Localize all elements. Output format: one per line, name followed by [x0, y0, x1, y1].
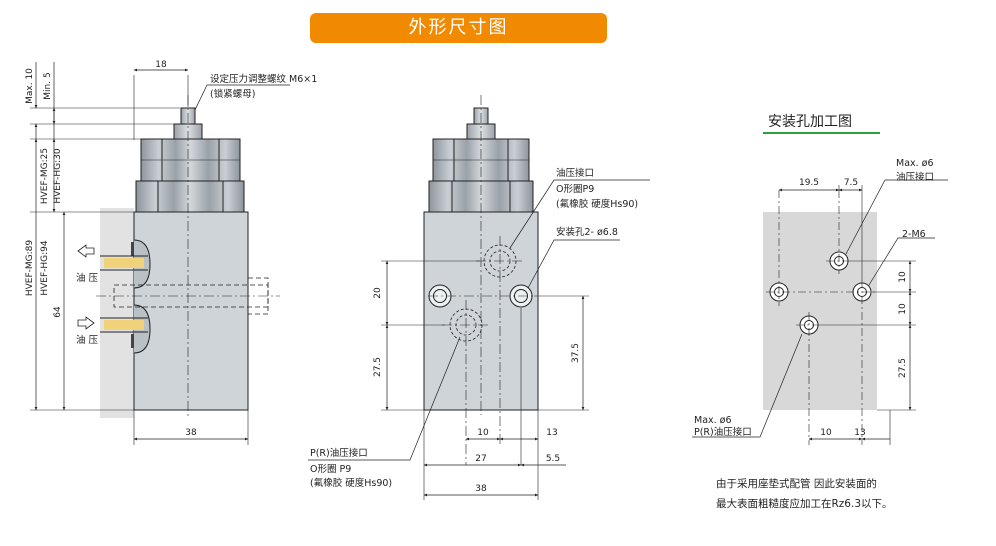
dim-min-5: Min. 5 — [43, 72, 53, 99]
dim-10-front: 10 — [477, 428, 489, 438]
front-p-port-label: P(R)油压接口 — [310, 447, 368, 459]
front-mount-hole-label: 安装孔2- ø6.8 — [556, 226, 618, 238]
mount-max-top: Max. ø6 — [896, 158, 934, 169]
dim-max-10: Max. 10 — [25, 68, 35, 104]
dim-27: 27 — [475, 454, 486, 464]
dim-7-5: 7.5 — [844, 178, 858, 188]
label-hvef-mg25: HVEF-MG:25 — [40, 148, 50, 204]
front-port-label: 油压接口 — [556, 167, 594, 179]
mount-plate — [763, 212, 877, 410]
dim-38-front: 38 — [475, 484, 487, 494]
dim-10-mount-c: 10 — [820, 428, 832, 438]
front-view — [308, 95, 650, 500]
side-valve-body — [133, 211, 249, 411]
front-p-oring-material: (氟橡胶 硬度Hs90) — [310, 477, 392, 489]
dim-20: 20 — [373, 287, 383, 299]
mount-max-bottom: Max. ø6 — [694, 415, 732, 426]
side-view — [30, 62, 290, 445]
mount-title: 安装孔加工图 — [768, 114, 852, 130]
dim-13-mount: 13 — [854, 428, 865, 438]
mount-drawing — [692, 179, 948, 445]
front-oring-material: (氟橡胶 硬度Hs90) — [556, 198, 638, 210]
dim-64: 64 — [53, 306, 63, 318]
dim-10-mount-b: 10 — [898, 303, 908, 315]
dim-27-5-mount: 27.5 — [898, 358, 908, 378]
mount-thread-label: 2-M6 — [902, 229, 926, 240]
note-line-2: 最大表面粗糙度应加工在Rz6.3以下。 — [716, 497, 893, 510]
mount-p-port: P(R)油压接口 — [694, 426, 752, 438]
mount-view-labels: 19.5 7.5 Max. ø6 油压接口 2-M6 10 10 27.5 Ma… — [694, 158, 934, 510]
dim-38-side: 38 — [185, 428, 197, 438]
port-out-arrow-icon — [77, 244, 95, 258]
side-lower-nut — [135, 180, 245, 213]
lock-nut-label: (锁紧螺母) — [210, 88, 255, 100]
dim-37-5: 37.5 — [571, 343, 581, 363]
port-out-label: 油 压 — [76, 272, 99, 284]
side-mounting-plate — [100, 208, 134, 418]
port-in-arrow-icon — [77, 316, 95, 330]
port-in-label: 油 压 — [76, 334, 99, 346]
dim-5-5: 5.5 — [546, 454, 560, 464]
label-hvef-hg94: HVEF-HG:94 — [40, 240, 50, 296]
dim-19-5: 19.5 — [799, 178, 819, 188]
front-view-labels: 油压接口 O形圈P9 (氟橡胶 硬度Hs90) 安装孔2- ø6.8 P(R)油… — [310, 167, 638, 494]
label-hvef-hg30: HVEF-HG:30 — [53, 148, 63, 204]
label-hvef-mg89: HVEF-MG:89 — [25, 240, 35, 297]
mount-view: 安装孔加工图 — [763, 114, 880, 134]
adjust-screw-label: 设定压力调整螺纹 M6×1 — [210, 73, 317, 85]
note-line-1: 由于采用座垫式配管 因此安装面的 — [716, 477, 877, 490]
dim-18: 18 — [155, 60, 167, 70]
front-p-oring-label: O形圈 P9 — [310, 463, 351, 475]
dim-13-front: 13 — [546, 428, 557, 438]
dim-10-mount-a: 10 — [898, 271, 908, 283]
front-oring-label: O形圈P9 — [556, 183, 594, 195]
page-title: 外形尺寸图 — [310, 13, 607, 43]
side-view-labels: 18 38 设定压力调整螺纹 M6×1 (锁紧螺母) Max. 10 Min. … — [25, 60, 317, 438]
mount-top-port: 油压接口 — [896, 171, 934, 183]
dim-27-5-front: 27.5 — [373, 357, 383, 377]
